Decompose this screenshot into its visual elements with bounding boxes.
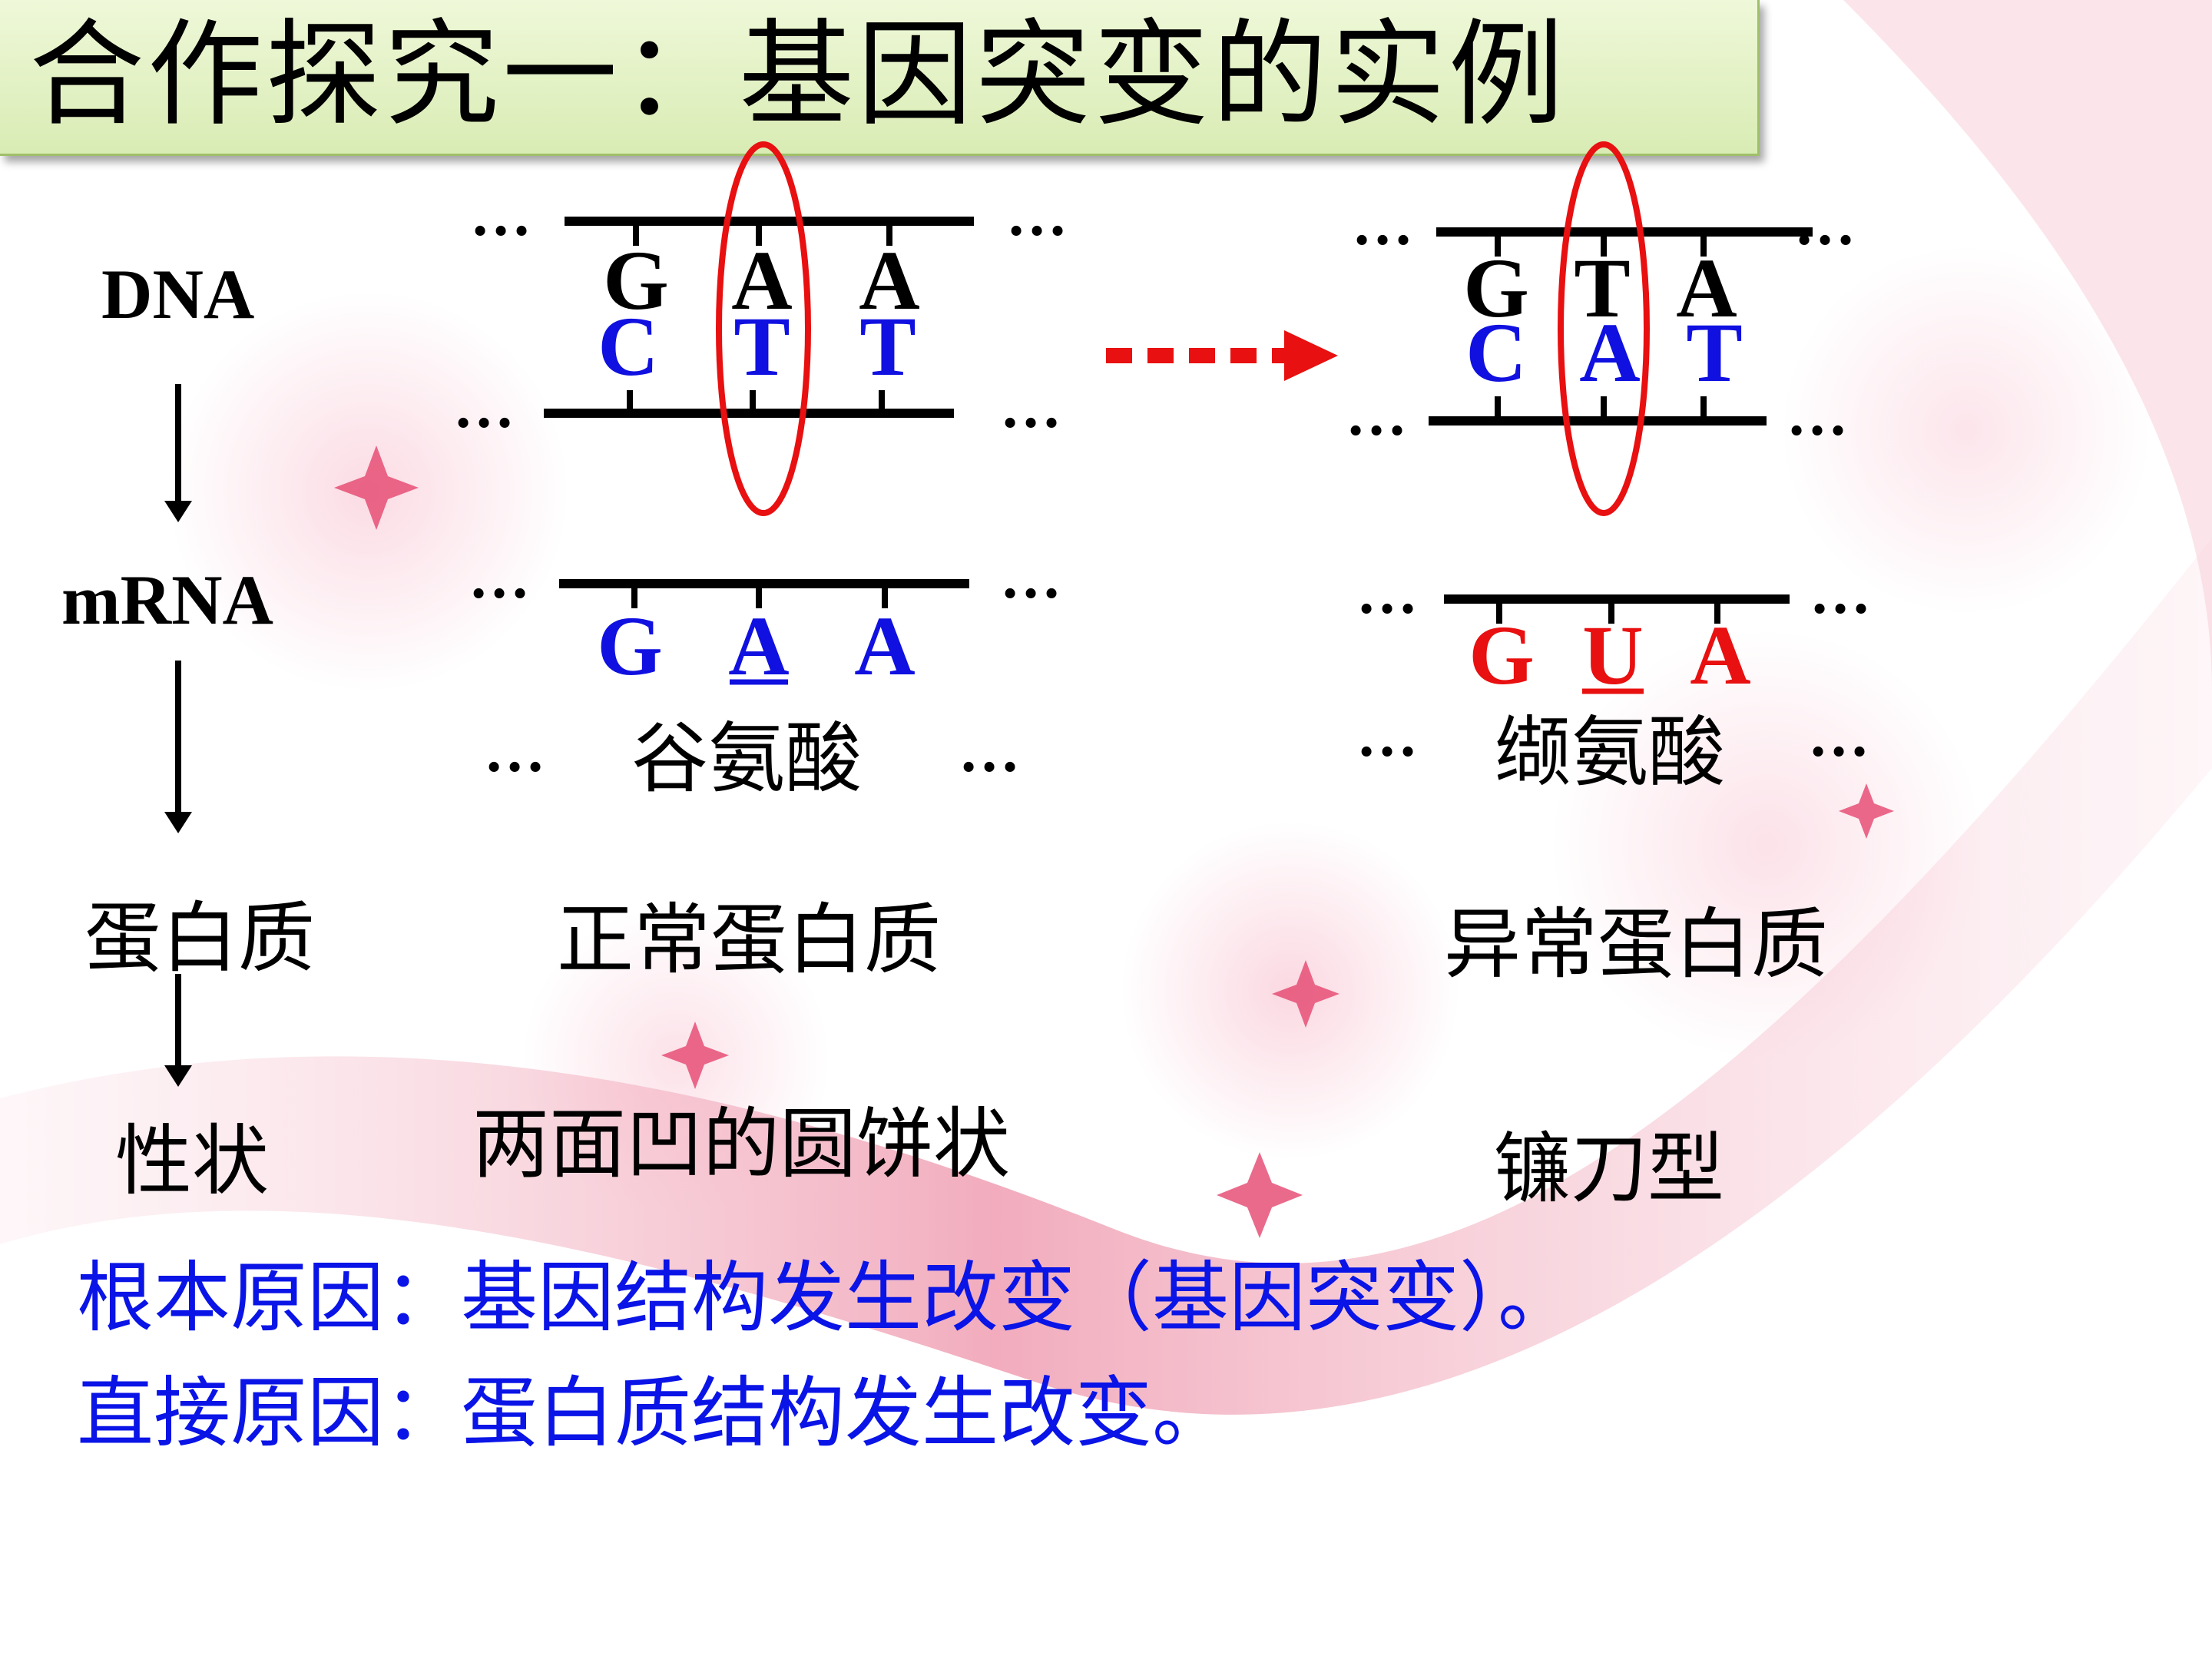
mutation-arrow — [1106, 330, 1338, 381]
label-trait: 性状 — [115, 1116, 269, 1206]
mutant-dna-bottom-base: T — [1686, 306, 1742, 399]
normal-trait-label: 两面凹的圆饼状 — [472, 1099, 1010, 1189]
ellipsis: … — [1352, 190, 1413, 258]
ellipsis: … — [1808, 702, 1869, 770]
ellipsis: … — [453, 373, 515, 441]
normal-mrna-base: A — [728, 599, 789, 693]
base-ticks — [627, 221, 1720, 624]
mutant-mrna-base: G — [1469, 608, 1535, 702]
label-dna: DNA — [101, 255, 255, 333]
ellipsis: … — [1786, 381, 1848, 449]
ellipsis: … — [470, 181, 531, 249]
mutant-amino-acid: 缬氨酸 — [1495, 707, 1725, 797]
normal-protein-label: 正常蛋白质 — [557, 895, 941, 985]
abnormal-trait-label: 镰刀型 — [1494, 1124, 1724, 1214]
normal-dna-bottom-base: T — [733, 300, 790, 393]
mutant-mrna-base: A — [1690, 608, 1750, 702]
normal-dna-top-base: A — [731, 233, 792, 327]
arrow-dna-to-mrna — [164, 384, 192, 522]
normal-amino-acid: 谷氨酸 — [631, 714, 862, 803]
page-title: 合作探究一：基因突变的实例 — [29, 8, 1568, 142]
label-protein: 蛋白质 — [84, 893, 315, 983]
ellipsis: … — [1356, 702, 1418, 770]
normal-mrna-base: A — [854, 599, 915, 693]
title-banner: 合作探究一：基因突变的实例 — [0, 0, 1760, 156]
mutant-dna-top-base: A — [1676, 241, 1737, 335]
mutation-site-circle-normal — [716, 141, 811, 516]
mutant-mrna-base: U — [1582, 608, 1643, 702]
ellipsis-marks: … … … … … … … … … … … … … … … … — [453, 181, 1871, 785]
ellipsis: … — [1000, 373, 1061, 441]
mutation-site-circle-mutant — [1558, 141, 1650, 516]
normal-mrna-base: G — [597, 599, 663, 693]
ellipsis: … — [1006, 181, 1068, 249]
ellipsis: … — [959, 717, 1020, 785]
ellipsis: … — [469, 544, 530, 611]
ellipsis: … — [1810, 559, 1871, 627]
mutant-dna-top-base: T — [1574, 241, 1630, 335]
mutant-dna-bottom-base: A — [1579, 306, 1640, 399]
normal-dna-bottom-base: T — [859, 300, 916, 393]
root-cause: 根本原因：基因结构发生改变（基因突变）。 — [77, 1253, 1575, 1343]
ellipsis: … — [1356, 559, 1418, 627]
normal-dna-top-base: G — [603, 233, 669, 327]
ellipsis: … — [1000, 544, 1061, 611]
arrow-mrna-to-protein — [164, 661, 192, 833]
ellipsis: … — [1346, 381, 1407, 449]
label-mrna: mRNA — [61, 561, 273, 639]
ellipsis: … — [484, 717, 545, 785]
abnormal-protein-label: 异常蛋白质 — [1444, 899, 1828, 989]
ellipsis: … — [1794, 190, 1856, 258]
direct-cause: 直接原因：蛋白质结构发生改变。 — [77, 1368, 1229, 1458]
arrow-protein-to-trait — [164, 974, 192, 1087]
normal-dna-bottom-base: C — [598, 300, 658, 393]
normal-dna-top-base: A — [859, 233, 919, 327]
mutant-dna-top-base: G — [1463, 241, 1529, 335]
mutant-dna-bottom-base: C — [1465, 306, 1526, 399]
